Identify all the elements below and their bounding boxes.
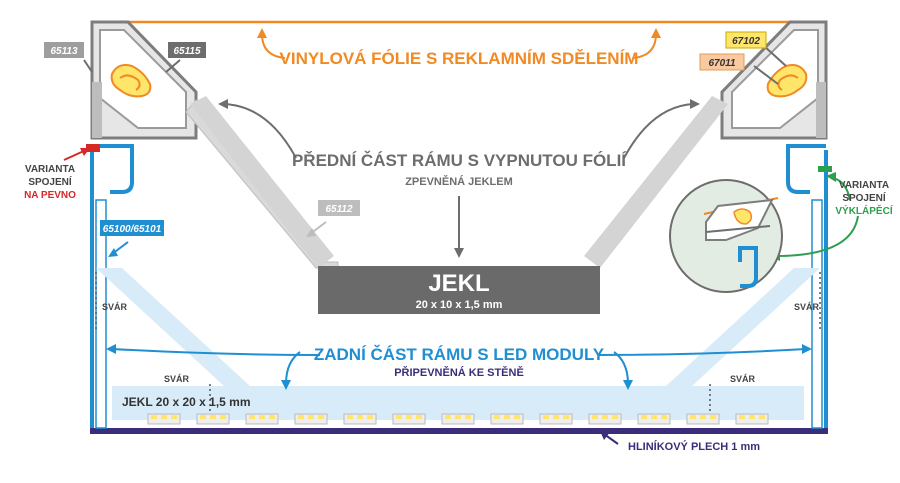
code-67011-badge — [699, 53, 745, 71]
left-front-profile — [90, 20, 198, 140]
code-65115: 65115 — [173, 46, 201, 57]
led-chip — [367, 415, 373, 419]
front-frame-label: PŘEDNÍ ČÁST RÁMU S VYPNUTOU FÓLIÍ — [292, 151, 627, 170]
aluminium-label: HLINÍKOVÝ PLECH 1 mm — [628, 440, 760, 453]
led-chip — [308, 415, 314, 419]
left-front-strut-body — [190, 96, 334, 268]
led-chip — [661, 415, 667, 419]
led-chip — [759, 415, 765, 419]
foldable-joint-marker — [818, 166, 832, 172]
variant-fixed-line2: SPOJENÍ — [28, 175, 72, 188]
code-67102: 67102 — [732, 36, 760, 47]
weld-label-right: SVÁR — [794, 302, 820, 312]
led-chip — [749, 415, 755, 419]
led-chip — [514, 415, 520, 419]
code-67011: 67011 — [708, 58, 736, 69]
code-65115-badge — [168, 42, 206, 58]
variant-fold-line2: SPOJENÍ — [842, 191, 886, 204]
led-chip — [347, 415, 353, 419]
led-chip — [406, 415, 412, 419]
vinyl-label: VINYLOVÁ FÓLIE S REKLAMNÍM SDĚLENÍM — [280, 49, 639, 68]
variant-fixed-line1: VARIANTA — [25, 164, 75, 175]
led-chip — [200, 415, 206, 419]
code-65100: 65100/65101 — [103, 224, 162, 235]
led-chip — [553, 415, 559, 419]
code-65100-badge — [100, 220, 164, 236]
foldable-detail-circle — [669, 179, 783, 293]
led-chip — [171, 415, 177, 419]
led-chip — [494, 415, 500, 419]
led-chip — [641, 415, 647, 419]
led-chip — [357, 415, 363, 419]
led-chip — [416, 415, 422, 419]
led-chip — [700, 415, 706, 419]
variant-fold-line3: VÝKLÁPĚCÍ — [835, 204, 892, 217]
led-chip — [161, 415, 167, 419]
led-chip — [455, 415, 461, 419]
code-65113-badge — [44, 42, 84, 58]
right-front-strut-body — [584, 96, 728, 268]
led-chip — [259, 415, 265, 419]
led-chip — [563, 415, 569, 419]
jekl-title: JEKL — [428, 270, 489, 297]
led-chip — [220, 415, 226, 419]
led-chip — [210, 415, 216, 419]
variant-fold-line1: VARIANTA — [839, 180, 889, 191]
led-chip — [465, 415, 471, 419]
led-chip — [318, 415, 324, 419]
right-back-clip — [786, 144, 826, 194]
weld-label-bottom-right: SVÁR — [730, 374, 756, 384]
led-modules — [147, 413, 769, 425]
led-chip — [651, 415, 657, 419]
front-frame-sublabel: ZPEVNĚNÁ JEKLEM — [405, 175, 513, 188]
led-chip — [298, 415, 304, 419]
left-blue-strut — [96, 268, 250, 386]
led-chip — [396, 415, 402, 419]
code-65113: 65113 — [50, 46, 78, 57]
led-chip — [690, 415, 696, 419]
jekl-dims: 20 x 10 x 1,5 mm — [416, 299, 503, 311]
variant-fixed-line3: NA PEVNO — [24, 190, 76, 201]
right-blue-strut — [666, 268, 820, 386]
led-chip — [445, 415, 451, 419]
aluminium-sheet — [90, 428, 828, 434]
weld-label-left: SVÁR — [102, 302, 128, 312]
led-chip — [504, 415, 510, 419]
led-chip — [249, 415, 255, 419]
right-inner-post — [811, 199, 823, 429]
weld-label-bottom-left: SVÁR — [164, 374, 190, 384]
code-65112-badge — [318, 200, 360, 216]
back-frame-sublabel: PŘIPEVNĚNÁ KE STĚNĚ — [394, 366, 524, 379]
left-back-clip — [92, 144, 134, 194]
bottom-jekl-label: JEKL 20 x 20 x 1,5 mm — [122, 395, 251, 409]
led-chip — [612, 415, 618, 419]
code-65112: 65112 — [325, 204, 353, 215]
code-labels: 65113 65115 65112 65100/65101 67102 6701… — [44, 31, 767, 236]
fixed-joint-marker — [86, 144, 100, 152]
led-chip — [602, 415, 608, 419]
back-frame — [90, 144, 828, 434]
led-chip — [269, 415, 275, 419]
code-67102-badge — [725, 31, 767, 49]
led-chip — [151, 415, 157, 419]
jekl-box — [318, 266, 600, 314]
led-chip — [543, 415, 549, 419]
led-chip — [592, 415, 598, 419]
led-chip — [739, 415, 745, 419]
led-chip — [710, 415, 716, 419]
back-frame-label: ZADNÍ ČÁST RÁMU S LED MODULY — [314, 345, 605, 364]
